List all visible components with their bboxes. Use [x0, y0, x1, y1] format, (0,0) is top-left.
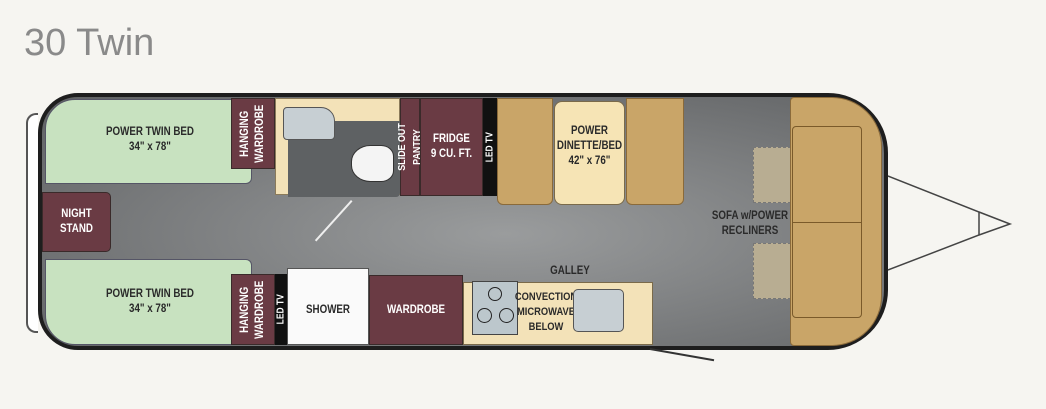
bed-bottom-label: POWER TWIN BED 34" x 78"	[91, 284, 210, 320]
led-tv-top[interactable]	[483, 98, 497, 196]
rear-bumper	[26, 113, 38, 333]
dinette-seat-right[interactable]	[626, 98, 684, 205]
sofa[interactable]	[790, 97, 882, 346]
dinette-table[interactable]	[554, 101, 625, 205]
led-tv-top-label: LED TV	[484, 131, 496, 163]
burner-icon	[488, 287, 502, 301]
bathroom-sink[interactable]	[283, 107, 335, 140]
burner-icon	[499, 308, 514, 323]
bed-top-label: POWER TWIN BED 34" x 78"	[91, 122, 210, 158]
fridge-size: 9 CU. FT.	[430, 148, 473, 160]
bed-top[interactable]	[45, 99, 252, 184]
recliner-top[interactable]	[753, 147, 791, 203]
entry-door[interactable]	[649, 348, 715, 362]
fridge[interactable]	[420, 98, 483, 196]
hitch-icon	[887, 175, 1013, 271]
toilet[interactable]	[351, 145, 394, 182]
led-tv-bottom-label: LED TV	[275, 294, 287, 325]
floorplan-title: 30 Twin	[24, 22, 155, 64]
shower[interactable]	[287, 268, 369, 345]
slide-out-pantry[interactable]	[400, 98, 420, 196]
hanging-wardrobe-top-label: HANGING WARDROBE	[239, 104, 266, 163]
sofa-label: SOFA w/POWER RECLINERS	[711, 210, 789, 237]
night-stand[interactable]	[42, 192, 111, 252]
bed-top-name: POWER TWIN BED	[106, 126, 194, 138]
hanging-wardrobe-bottom[interactable]	[231, 274, 275, 345]
hanging-wardrobe-bottom-label: HANGING WARDROBE	[239, 280, 266, 339]
burner-icon	[477, 308, 492, 323]
dinette-label: POWER DINETTE/BED 42" x 76"	[556, 122, 623, 170]
led-tv-bottom[interactable]	[275, 274, 287, 345]
bed-top-size: 34" x 78"	[129, 141, 171, 153]
night-stand-label: NIGHT STAND	[60, 208, 93, 235]
pantry-label: SLIDE OUT PANTRY	[396, 123, 423, 171]
galley-sink[interactable]	[573, 289, 624, 332]
fridge-label: FRIDGE 9 CU. FT.	[425, 130, 479, 164]
fridge-name: FRIDGE	[433, 133, 470, 145]
sofa-divider	[792, 222, 862, 223]
microwave-label: CONVECTION MICROWAVE BELOW	[514, 290, 578, 333]
wardrobe[interactable]	[369, 275, 463, 345]
dinette-seat-left[interactable]	[497, 98, 553, 205]
dinette-name: POWER DINETTE/BED	[556, 124, 623, 152]
bed-bottom[interactable]	[45, 259, 252, 345]
shower-label: SHOWER	[306, 303, 350, 316]
recliner-bottom[interactable]	[753, 243, 791, 299]
hanging-wardrobe-top[interactable]	[231, 98, 275, 169]
galley-label: GALLEY	[550, 264, 590, 277]
bed-bottom-name: POWER TWIN BED	[106, 288, 194, 300]
bed-bottom-size: 34" x 78"	[129, 303, 171, 315]
dinette-size: 42" x 76"	[568, 154, 611, 167]
wardrobe-label: WARDROBE	[386, 303, 446, 316]
